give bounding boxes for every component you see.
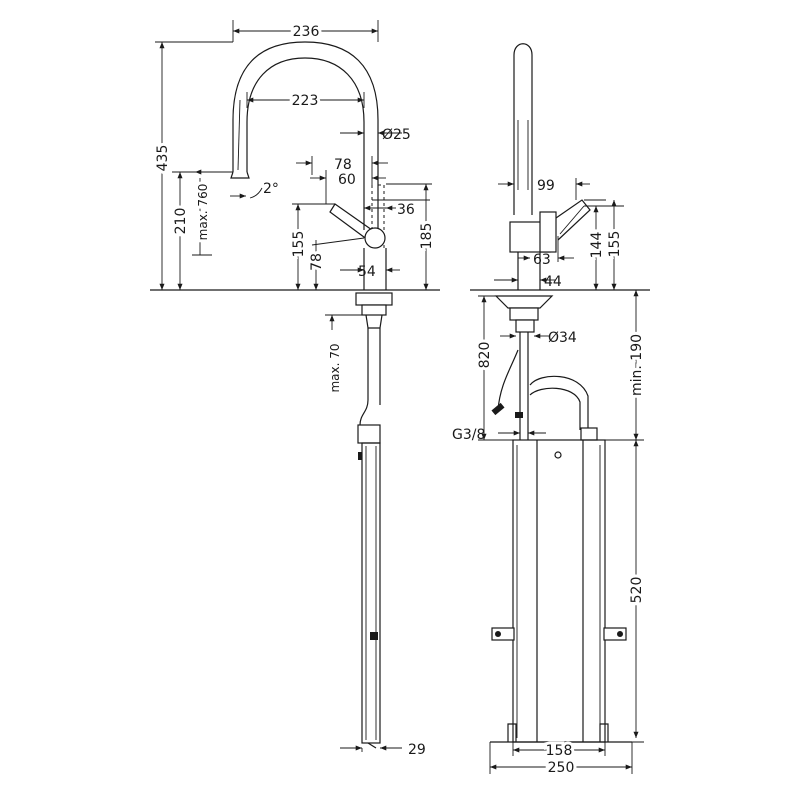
spout-inner: [246, 57, 365, 230]
dim-60: 60: [338, 172, 356, 188]
dim-250: 250: [548, 760, 575, 776]
dim-155-left: 155: [291, 231, 307, 258]
supply-hose: [359, 328, 381, 426]
dim-36: 36: [397, 202, 415, 218]
hose-left-side: [497, 349, 519, 411]
dim-185: 185: [419, 223, 435, 250]
mount-side: [494, 295, 554, 309]
dim-29: 29: [408, 742, 426, 758]
spout-outer: [232, 41, 379, 230]
dim-820: 820: [477, 342, 493, 369]
spout-side: [513, 43, 533, 215]
dim-dia-25: Ø25: [382, 127, 411, 143]
dim-435: 435: [155, 145, 171, 172]
dim-144: 144: [589, 232, 605, 259]
spray-head: [230, 171, 250, 179]
hose-weight-guide: [361, 442, 381, 744]
dim-155-right: 155: [607, 231, 623, 258]
left-faucet-view: 236 223 435 Ø25 78 60 2° 210: [150, 20, 440, 758]
dim-210: 210: [173, 208, 189, 235]
hose-right-side: [529, 375, 589, 430]
dim-78-top: 78: [334, 157, 352, 173]
dim-54: 54: [358, 264, 376, 280]
dim-520: 520: [629, 577, 645, 604]
dim-44: 44: [544, 274, 562, 290]
dim-78-low: 78: [309, 253, 325, 271]
handle-side: [555, 199, 591, 241]
dim-max-760: max. 760: [196, 184, 210, 241]
dim-min-190: min. 190: [629, 334, 645, 396]
dim-2-degree: 2°: [263, 181, 279, 197]
right-side-view: 99 144 155 63 44 820 Ø34 min. 190: [452, 43, 650, 779]
cabinet-frame: [512, 439, 606, 743]
dim-99: 99: [537, 178, 555, 194]
dim-max-70: max. 70: [328, 343, 342, 392]
mount-nut: [355, 292, 393, 306]
dim-223: 223: [292, 93, 319, 109]
dim-63: 63: [533, 252, 551, 268]
handle-hub: [364, 227, 386, 249]
bracket-right: [603, 627, 627, 641]
dim-158: 158: [546, 743, 573, 759]
bracket-left: [491, 627, 515, 641]
dim-dia-34: Ø34: [548, 330, 577, 346]
dim-g38: G3/8: [452, 427, 485, 443]
dim-236: 236: [293, 24, 320, 40]
